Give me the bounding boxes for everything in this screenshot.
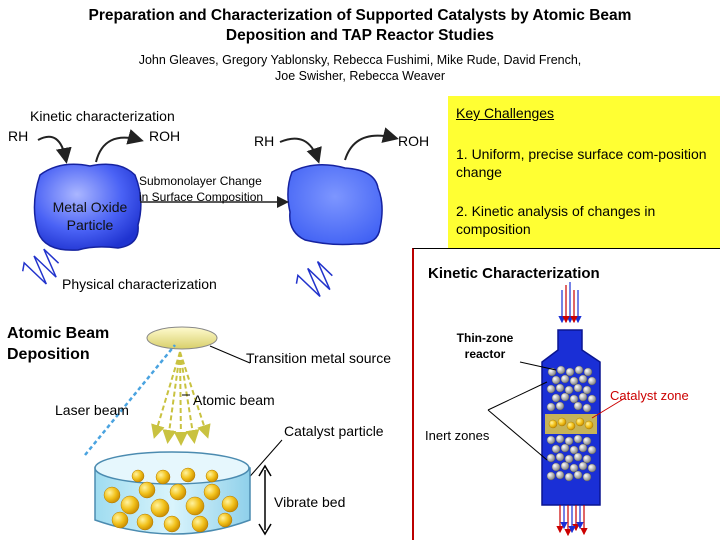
title-line-2: Deposition and TAP Reactor Studies bbox=[225, 27, 495, 44]
particle-label: Metal Oxide Particle bbox=[40, 198, 140, 234]
inlet-arrows bbox=[558, 282, 582, 324]
reactor-label-line-2: reactor bbox=[464, 347, 506, 361]
reactor-label-line-1: Thin-zone bbox=[456, 331, 514, 345]
challenge-item-1: 1. Uniform, precise surface com-position… bbox=[456, 146, 707, 180]
metal-oxide-particle bbox=[33, 163, 142, 251]
surface-change-line-1: Submonolayer Change bbox=[139, 174, 262, 188]
deposition-title-line-2: Deposition bbox=[7, 346, 90, 363]
outlet-arrows-blue bbox=[560, 505, 584, 534]
inert-pointer-1 bbox=[487, 381, 548, 411]
catalyst-zone-label: Catalyst zone bbox=[610, 388, 689, 403]
source-disk bbox=[146, 326, 218, 350]
catalyst-zone-pointer bbox=[591, 397, 626, 419]
rh-label-right: RH bbox=[254, 133, 275, 149]
key-challenges-box bbox=[448, 96, 720, 248]
physical-characterization-label: Physical characterization bbox=[62, 276, 217, 292]
curved-arrow-3 bbox=[279, 137, 322, 164]
page-title: Preparation and Characterization of Supp… bbox=[0, 6, 720, 46]
wave-right bbox=[295, 261, 333, 298]
tap-reactor bbox=[541, 329, 601, 506]
atomic-beam-deposition-title: Atomic Beam Deposition bbox=[7, 323, 109, 365]
curved-arrow-4 bbox=[344, 127, 399, 161]
atomic-beam-label: Atomic beam bbox=[193, 392, 275, 408]
kinetic-panel-title: Kinetic Characterization bbox=[428, 265, 600, 282]
outlet-arrows-red bbox=[556, 505, 588, 537]
particle-label-line-2: Particle bbox=[66, 217, 114, 233]
curved-arrow-1 bbox=[37, 135, 72, 164]
atomic-beam bbox=[151, 351, 211, 446]
roh-label-right: ROH bbox=[398, 133, 430, 149]
surface-change-line-2: in Surface Composition bbox=[139, 190, 264, 204]
inert-pointer-2 bbox=[487, 409, 548, 461]
thin-zone-reactor-label: Thin-zone reactor bbox=[440, 330, 530, 362]
particle-label-line-1: Metal Oxide bbox=[52, 199, 128, 215]
catalyst-particles bbox=[103, 467, 239, 533]
source-pointer bbox=[209, 345, 251, 364]
rh-label-left: RH bbox=[8, 128, 29, 144]
reactor-pointer bbox=[519, 361, 557, 371]
title-line-1: Preparation and Characterization of Supp… bbox=[88, 7, 632, 24]
inert-zones-label: Inert zones bbox=[425, 428, 490, 443]
kinetic-characterization-label: Kinetic characterization bbox=[30, 108, 175, 124]
catalyst-particle-label: Catalyst particle bbox=[284, 423, 384, 439]
deposition-title-line-1: Atomic Beam bbox=[7, 325, 110, 342]
transition-metal-source-label: Transition metal source bbox=[246, 350, 391, 366]
vibrate-bed-label: Vibrate bed bbox=[274, 494, 346, 510]
roh-label-left: ROH bbox=[149, 128, 181, 144]
key-challenges-title: Key Challenges bbox=[456, 105, 555, 121]
wave-left bbox=[21, 248, 60, 285]
inlet-arrows-red bbox=[562, 285, 578, 324]
modified-particle bbox=[287, 164, 383, 246]
challenge-item-2: 2. Kinetic analysis of changes in compos… bbox=[456, 203, 656, 237]
laser-beam bbox=[84, 344, 176, 456]
curved-arrow-2 bbox=[95, 129, 144, 163]
surface-change-label: Submonolayer Change in Surface Compositi… bbox=[139, 173, 263, 205]
authors-line-1: John Gleaves, Gregory Yablonsky, Rebecca… bbox=[138, 53, 582, 67]
authors: John Gleaves, Gregory Yablonsky, Rebecca… bbox=[0, 52, 720, 84]
authors-line-2: Joe Swisher, Rebecca Weaver bbox=[275, 69, 445, 83]
laser-beam-label: Laser beam bbox=[55, 402, 129, 418]
